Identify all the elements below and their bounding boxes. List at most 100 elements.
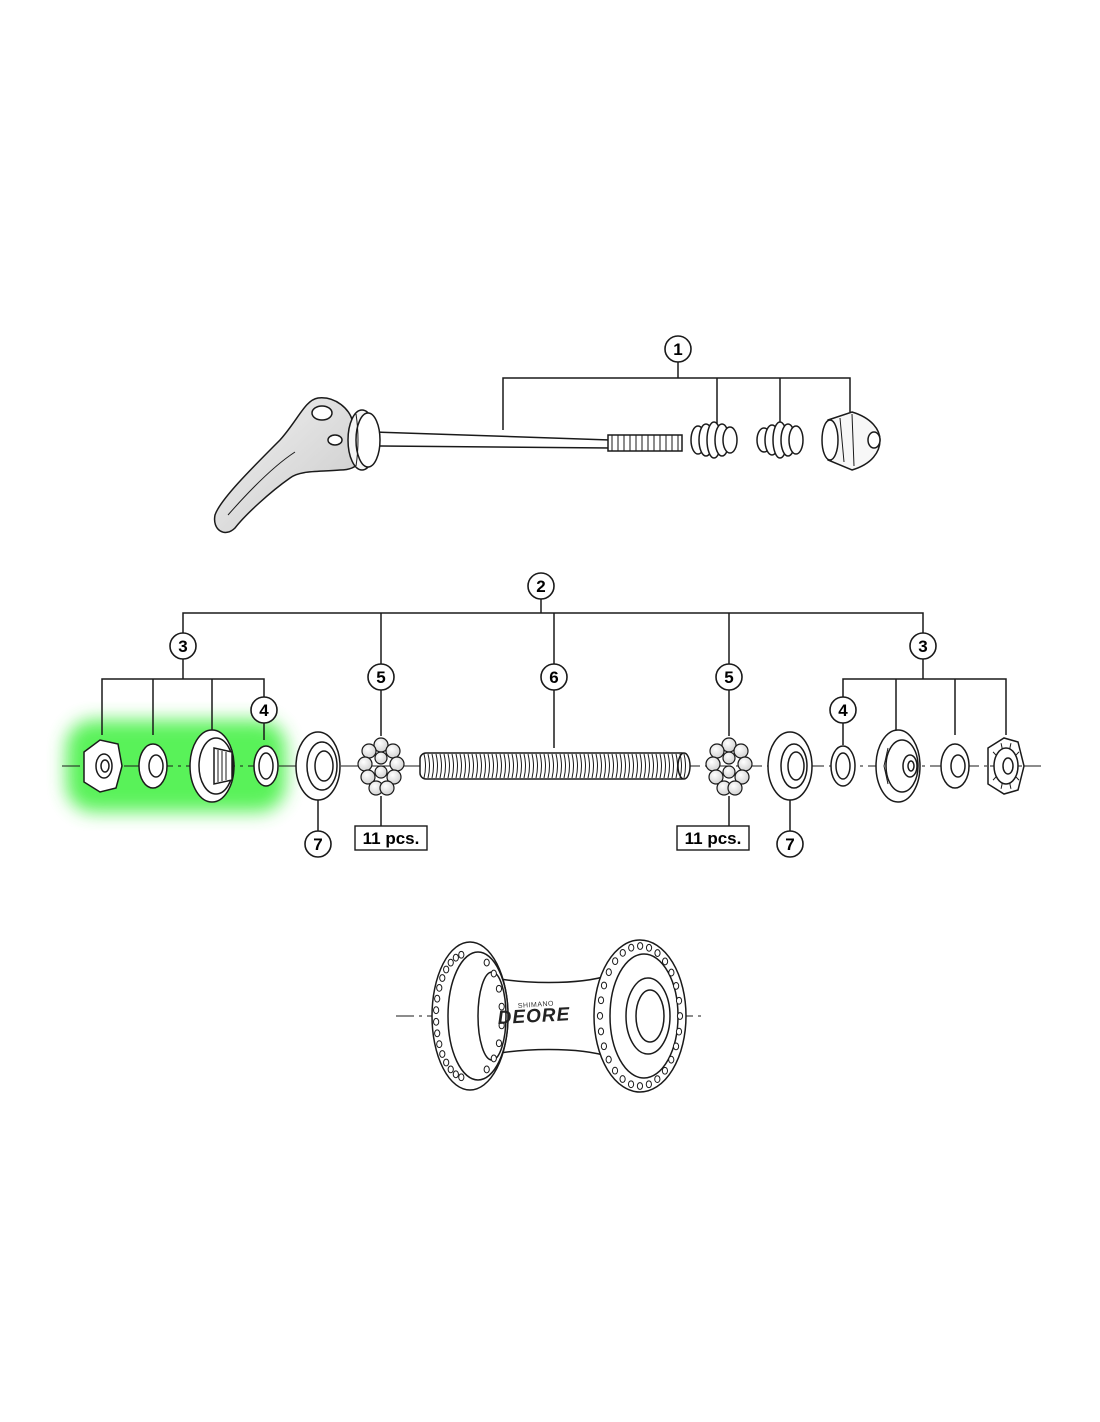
axle-thread bbox=[659, 753, 662, 779]
axle-thread bbox=[503, 753, 506, 779]
axle-thread bbox=[639, 753, 642, 779]
axle-thread bbox=[675, 753, 678, 779]
axle-thread bbox=[643, 753, 646, 779]
axle-thread bbox=[427, 753, 430, 779]
axle-thread bbox=[607, 753, 610, 779]
skewer-rod bbox=[374, 431, 683, 452]
svg-text:4: 4 bbox=[259, 701, 269, 720]
spoke-hole bbox=[458, 1073, 465, 1082]
axle-thread bbox=[627, 753, 630, 779]
axle-thread bbox=[619, 753, 622, 779]
quick-release-group bbox=[213, 362, 881, 534]
spoke-hole bbox=[637, 942, 644, 950]
spoke-hole bbox=[654, 949, 661, 957]
spoke-hole bbox=[433, 1017, 440, 1026]
spoke-hole bbox=[597, 996, 605, 1005]
spoke-hole bbox=[498, 1002, 505, 1011]
spoke-hole bbox=[447, 1065, 454, 1074]
axle-thread bbox=[531, 753, 534, 779]
spoke-hole bbox=[490, 969, 497, 978]
callout-7-right: 7 bbox=[776, 830, 804, 858]
bracket-1 bbox=[502, 377, 851, 430]
axle-thread bbox=[611, 753, 614, 779]
spoke-hole bbox=[443, 965, 450, 974]
axle-thread bbox=[447, 753, 450, 779]
axle-thread bbox=[551, 753, 554, 779]
svg-text:11 pcs.: 11 pcs. bbox=[685, 829, 742, 848]
lock-nut-left bbox=[83, 739, 123, 793]
spoke-hole bbox=[668, 1055, 675, 1064]
dust-cap-left bbox=[295, 731, 341, 801]
axle-thread bbox=[535, 753, 538, 779]
svg-text:7: 7 bbox=[785, 835, 794, 854]
axle-thread bbox=[567, 753, 570, 779]
spoke-hole bbox=[645, 1080, 652, 1089]
svg-text:5: 5 bbox=[724, 668, 733, 687]
axle-thread bbox=[563, 753, 566, 779]
axle-thread bbox=[487, 753, 490, 779]
spoke-hole bbox=[596, 1011, 604, 1020]
bracket-2 bbox=[182, 612, 924, 665]
spoke-hole bbox=[611, 1066, 619, 1075]
spoke-hole bbox=[600, 981, 608, 990]
axle-thread bbox=[507, 753, 510, 779]
spoke-hole bbox=[675, 996, 683, 1005]
callout-5-right: 5 bbox=[715, 663, 743, 691]
spoke-hole bbox=[597, 1027, 605, 1036]
spoke-hole bbox=[661, 957, 669, 966]
axle-thread bbox=[435, 753, 438, 779]
locknut-tooth bbox=[1009, 783, 1012, 789]
axle-thread bbox=[547, 753, 550, 779]
spoke-hole bbox=[498, 1021, 505, 1030]
locknut-tooth bbox=[1009, 743, 1012, 749]
callout-3-right: 3 bbox=[909, 632, 937, 660]
axle-thread bbox=[539, 753, 542, 779]
axle-thread bbox=[623, 753, 626, 779]
axle-thread bbox=[679, 753, 682, 779]
spoke-hole bbox=[676, 1012, 684, 1020]
svg-text:4: 4 bbox=[838, 701, 848, 720]
dust-cap-right bbox=[767, 731, 813, 801]
axle-thread bbox=[683, 753, 686, 779]
spoke-hole bbox=[439, 974, 446, 982]
spoke-hole bbox=[661, 1066, 669, 1075]
spoke-hole bbox=[605, 968, 612, 977]
spoke-hole bbox=[654, 1075, 661, 1083]
callout-6: 6 bbox=[540, 663, 568, 691]
locknut-tooth bbox=[992, 751, 997, 756]
svg-text:6: 6 bbox=[549, 668, 558, 687]
spoke-hole bbox=[436, 1040, 443, 1049]
spoke-hole bbox=[668, 968, 675, 977]
svg-text:3: 3 bbox=[918, 637, 927, 656]
axle-thread bbox=[443, 753, 446, 779]
spoke-hole bbox=[443, 1058, 450, 1067]
axle-thread bbox=[663, 753, 666, 779]
axle-thread bbox=[451, 753, 454, 779]
axle-thread bbox=[583, 753, 586, 779]
axle-thread bbox=[495, 753, 498, 779]
hub-maker-label: SHIMANO bbox=[518, 1000, 555, 1010]
callout-3-left: 3 bbox=[169, 632, 197, 660]
callout-5-left: 5 bbox=[367, 663, 395, 691]
spoke-hole bbox=[436, 983, 443, 992]
washer-left bbox=[253, 745, 279, 787]
spoke-hole bbox=[675, 1027, 683, 1036]
axle-thread bbox=[511, 753, 514, 779]
axle-thread bbox=[647, 753, 650, 779]
spoke-hole bbox=[619, 1075, 626, 1083]
spoke-hole bbox=[495, 984, 503, 993]
axle-thread bbox=[491, 753, 494, 779]
svg-text:11 pcs.: 11 pcs. bbox=[363, 829, 420, 848]
spoke-hole bbox=[458, 950, 465, 959]
axle-thread bbox=[631, 753, 634, 779]
axle-thread bbox=[575, 753, 578, 779]
axle-thread bbox=[459, 753, 462, 779]
cone-right bbox=[875, 729, 921, 803]
axle-thread bbox=[527, 753, 530, 779]
axle-thread bbox=[655, 753, 658, 779]
locknut-tooth bbox=[992, 776, 997, 781]
locknut-tooth bbox=[1015, 751, 1020, 756]
callout-2: 2 bbox=[527, 572, 555, 600]
hub-model-label: DEORE bbox=[497, 1004, 571, 1029]
